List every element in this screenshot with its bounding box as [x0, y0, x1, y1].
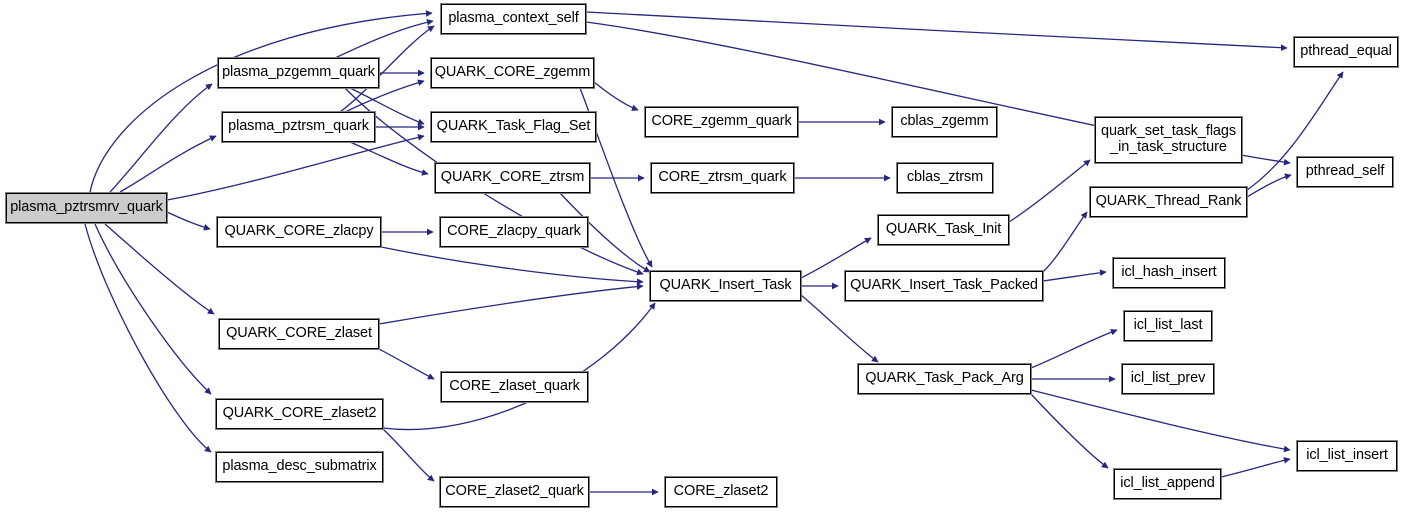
- node-plasma_desc_submatrix[interactable]: plasma_desc_submatrix: [215, 451, 384, 483]
- node-label: CORE_ztrsm_quark: [658, 169, 787, 186]
- edge-QUARK_Task_Pack_Arg-to-icl_list_insert: [1030, 389, 1291, 453]
- node-CORE_zlacpy_quark[interactable]: CORE_zlacpy_quark: [439, 216, 589, 248]
- node-label: icl_list_last: [1133, 317, 1203, 334]
- edge-QUARK_CORE_zgemm-to-CORE_zgemm_quark: [593, 81, 639, 111]
- node-label: QUARK_CORE_zlaset: [226, 325, 372, 342]
- edge-QUARK_CORE_zlaset2-to-CORE_zlaset2_quark: [382, 428, 435, 482]
- node-label: pthread_self: [1305, 163, 1385, 180]
- edge-icl_list_append-to-icl_list_insert: [1220, 457, 1291, 478]
- node-label: CORE_zlaset2: [673, 483, 769, 500]
- node-label: QUARK_CORE_zlaset2: [222, 405, 377, 422]
- node-icl_list_prev[interactable]: icl_list_prev: [1121, 363, 1215, 395]
- node-QUARK_CORE_zlaset2[interactable]: QUARK_CORE_zlaset2: [215, 398, 384, 430]
- node-label: QUARK_Task_Init: [885, 221, 1002, 238]
- node-cblas_ztrsm[interactable]: cblas_ztrsm: [896, 162, 994, 194]
- edge-plasma_pztrsmrv_quark-to-plasma_desc_submatrix: [84, 223, 212, 453]
- node-QUARK_CORE_zlaset[interactable]: QUARK_CORE_zlaset: [218, 318, 380, 350]
- edge-plasma_pztrsmrv_quark-to-QUARK_Task_Flag_Set: [166, 134, 425, 201]
- edge-QUARK_Insert_Task_Packed-to-icl_hash_insert: [1042, 269, 1107, 282]
- edge-QUARK_CORE_ztrsm-to-QUARK_Insert_Task: [559, 192, 651, 273]
- node-label: plasma_context_self: [448, 10, 579, 27]
- node-label: icl_list_prev: [1130, 370, 1206, 387]
- node-CORE_ztrsm_quark[interactable]: CORE_ztrsm_quark: [650, 162, 795, 194]
- node-label: icl_list_append: [1120, 475, 1215, 492]
- node-label: QUARK_CORE_zlacpy: [224, 223, 374, 240]
- node-quark_set_task_flags[interactable]: quark_set_task_flags _in_task_structure: [1094, 116, 1243, 164]
- edge-plasma_pztrsmrv_quark-to-QUARK_CORE_zlaset2: [94, 223, 212, 395]
- edge-plasma_pzgemm_quark-to-plasma_context_self: [334, 18, 434, 59]
- node-label: QUARK_CORE_ztrsm: [440, 169, 585, 186]
- edge-plasma_pztrsmrv_quark-to-plasma_pzgemm_quark: [109, 83, 213, 193]
- edge-QUARK_Insert_Task-to-QUARK_Task_Init: [800, 237, 872, 279]
- node-plasma_pztrsm_quark[interactable]: plasma_pztrsm_quark: [221, 111, 376, 143]
- node-icl_list_last[interactable]: icl_list_last: [1123, 310, 1213, 342]
- node-label: QUARK_Thread_Rank: [1095, 193, 1242, 210]
- node-QUARK_CORE_zgemm[interactable]: QUARK_CORE_zgemm: [430, 57, 595, 89]
- node-CORE_zlaset_quark[interactable]: CORE_zlaset_quark: [440, 371, 589, 403]
- node-label: CORE_zlaset2_quark: [445, 483, 584, 500]
- node-QUARK_Task_Flag_Set[interactable]: QUARK_Task_Flag_Set: [430, 111, 597, 143]
- edge-QUARK_Insert_Task_Packed-to-QUARK_Thread_Rank: [1042, 211, 1088, 273]
- edge-plasma_pztrsmrv_quark-to-QUARK_CORE_zlaset: [104, 223, 215, 315]
- node-QUARK_CORE_zlacpy[interactable]: QUARK_CORE_zlacpy: [216, 216, 382, 248]
- node-label: CORE_zgemm_quark: [651, 113, 792, 130]
- node-QUARK_Thread_Rank[interactable]: QUARK_Thread_Rank: [1089, 186, 1248, 218]
- node-label: CORE_zlacpy_quark: [447, 223, 581, 240]
- edge-plasma_context_self-to-pthread_equal: [585, 11, 1288, 52]
- node-CORE_zlaset2[interactable]: CORE_zlaset2: [664, 476, 778, 508]
- node-CORE_zlaset2_quark[interactable]: CORE_zlaset2_quark: [439, 476, 590, 508]
- node-pthread_equal[interactable]: pthread_equal: [1293, 36, 1399, 68]
- edge-plasma_pzgemm_quark-to-QUARK_Task_Flag_Set: [349, 87, 425, 126]
- node-label: plasma_pzgemm_quark: [222, 64, 375, 81]
- node-QUARK_Task_Pack_Arg[interactable]: QUARK_Task_Pack_Arg: [857, 363, 1032, 395]
- edge-plasma_pztrsm_quark-to-QUARK_CORE_ztrsm: [349, 141, 429, 176]
- node-pthread_self[interactable]: pthread_self: [1296, 156, 1394, 188]
- edge-plasma_pztrsmrv_quark-to-plasma_pztrsm_quark: [119, 135, 217, 193]
- node-label: cblas_zgemm: [900, 113, 989, 130]
- node-label: plasma_desc_submatrix: [222, 458, 377, 475]
- node-label: plasma_pztrsm_quark: [228, 118, 369, 135]
- node-label: QUARK_Task_Flag_Set: [436, 118, 591, 135]
- edge-plasma_pztrsmrv_quark-to-QUARK_CORE_zlacpy: [166, 211, 211, 231]
- node-label: QUARK_Insert_Task: [659, 277, 792, 294]
- node-icl_list_insert[interactable]: icl_list_insert: [1296, 440, 1398, 472]
- node-label: plasma_pztrsmrv_quark: [10, 199, 163, 216]
- node-label: QUARK_CORE_zgemm: [434, 64, 591, 81]
- node-label: icl_list_insert: [1306, 447, 1388, 464]
- node-cblas_zgemm[interactable]: cblas_zgemm: [891, 106, 998, 138]
- edge-QUARK_Task_Pack_Arg-to-icl_list_last: [1030, 328, 1118, 369]
- node-label: cblas_ztrsm: [906, 169, 984, 186]
- node-label: QUARK_Insert_Task_Packed: [850, 277, 1038, 294]
- node-label: QUARK_Task_Pack_Arg: [865, 370, 1024, 387]
- edge-QUARK_Insert_Task-to-QUARK_Task_Pack_Arg: [800, 294, 879, 363]
- edge-QUARK_Thread_Rank-to-pthread_self: [1246, 173, 1292, 198]
- node-label: icl_hash_insert: [1121, 264, 1217, 281]
- node-label: CORE_zlaset_quark: [449, 378, 580, 395]
- node-CORE_zgemm_quark[interactable]: CORE_zgemm_quark: [644, 106, 799, 138]
- edge-QUARK_CORE_zgemm-to-QUARK_Insert_Task: [579, 87, 653, 268]
- edge-QUARK_CORE_zlaset-to-CORE_zlaset_quark: [378, 348, 435, 380]
- node-QUARK_CORE_ztrsm[interactable]: QUARK_CORE_ztrsm: [434, 162, 591, 194]
- node-QUARK_Insert_Task_Packed[interactable]: QUARK_Insert_Task_Packed: [844, 270, 1044, 302]
- node-plasma_pztrsmrv_quark[interactable]: plasma_pztrsmrv_quark: [5, 192, 168, 224]
- edge-QUARK_Task_Init-to-quark_set_task_flags: [1008, 159, 1091, 223]
- edge-plasma_pztrsm_quark-to-plasma_context_self: [339, 25, 435, 113]
- node-plasma_context_self[interactable]: plasma_context_self: [440, 3, 587, 35]
- edge-QUARK_Task_Pack_Arg-to-icl_list_append: [1030, 393, 1109, 469]
- node-label: pthread_equal: [1300, 43, 1392, 60]
- node-icl_list_append[interactable]: icl_list_append: [1113, 468, 1222, 500]
- node-plasma_pzgemm_quark[interactable]: plasma_pzgemm_quark: [217, 57, 380, 89]
- node-label: quark_set_task_flags _in_task_structure: [1100, 123, 1237, 155]
- edge-QUARK_CORE_zlacpy-to-QUARK_Insert_Task: [380, 246, 644, 286]
- node-QUARK_Task_Init[interactable]: QUARK_Task_Init: [877, 214, 1010, 246]
- edge-plasma_pztrsm_quark-to-QUARK_CORE_zgemm: [344, 79, 425, 113]
- edge-QUARK_Thread_Rank-to-pthread_equal: [1246, 71, 1344, 191]
- node-QUARK_Insert_Task[interactable]: QUARK_Insert_Task: [649, 270, 802, 302]
- edge-QUARK_CORE_zlaset-to-QUARK_Insert_Task: [378, 283, 644, 325]
- node-icl_hash_insert[interactable]: icl_hash_insert: [1112, 257, 1226, 289]
- edge-plasma_pztrsmrv_quark-to-plasma_context_self: [89, 10, 433, 193]
- edge-QUARK_CORE_zlaset2-to-QUARK_Insert_Task: [382, 302, 656, 431]
